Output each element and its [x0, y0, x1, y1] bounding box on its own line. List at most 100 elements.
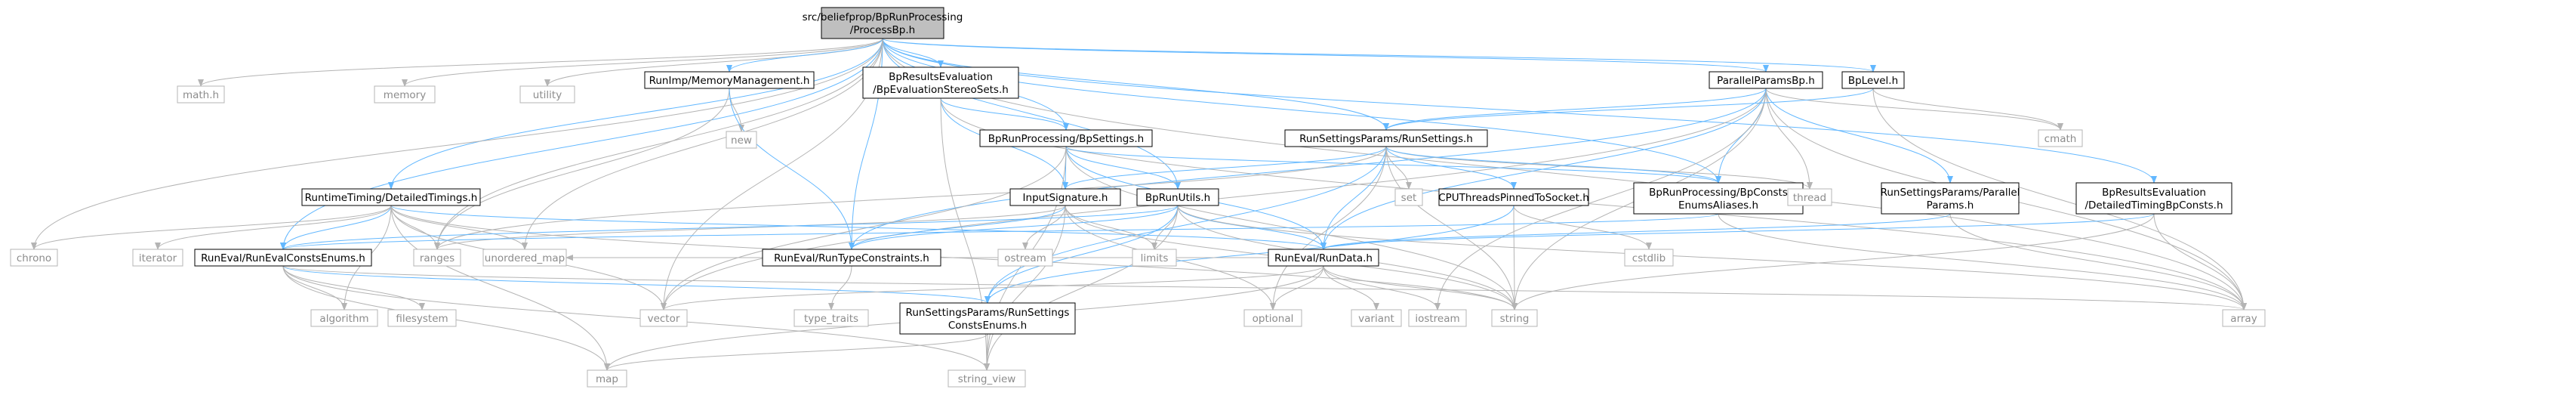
- node-label: RunSettingsParams/RunSettings.h: [1299, 133, 1473, 145]
- node-box: [1881, 182, 2020, 215]
- edge-bprunutils-to-stringview: [984, 205, 1179, 371]
- node-box: [1787, 188, 1832, 206]
- edge-runsettings-to-rsconstsenums: [984, 146, 1387, 304]
- edge-bpsettings-to-vector: [661, 146, 1067, 311]
- edge-runsettings-to-set: [1385, 146, 1412, 190]
- node-label: RunImp/MemoryManagement.h: [649, 75, 810, 87]
- node-parparams[interactable]: ParallelParamsBp.h: [1709, 71, 1823, 89]
- node-label: /ProcessBp.h: [850, 24, 915, 36]
- node-ostream: ostream: [997, 249, 1053, 267]
- node-bprunutils[interactable]: BpRunUtils.h: [1136, 188, 1219, 206]
- edge-rundata-to-iostream: [1323, 265, 1441, 311]
- node-label: unordered_map: [485, 252, 565, 264]
- node-box: [793, 309, 869, 327]
- node-box: [2038, 129, 2083, 147]
- node-box: [948, 369, 1026, 388]
- node-label: string_view: [958, 373, 1016, 385]
- node-box: [2222, 309, 2266, 327]
- node-dettimingbp[interactable]: BpResultsEvaluation/DetailedTimingBpCons…: [2075, 182, 2232, 215]
- node-label: /BpEvaluationStereoSets.h: [873, 84, 1009, 96]
- node-memmgmt[interactable]: RunImp/MemoryManagement.h: [644, 71, 815, 89]
- node-label: RunSettingsParams/RunSettings: [906, 307, 1070, 319]
- node-label: ostream: [1004, 252, 1046, 264]
- node-map: map: [587, 369, 627, 388]
- node-bpevalstereo[interactable]: BpResultsEvaluation/BpEvaluationStereoSe…: [862, 66, 1019, 99]
- node-box: [132, 249, 183, 267]
- node-inputsig[interactable]: InputSignature.h: [1009, 188, 1121, 206]
- edge-memmgmt-to-runtypeconstr: [729, 88, 855, 250]
- edge-runevalconsts-to-array: [282, 265, 2247, 311]
- node-dettimings[interactable]: RuntimeTiming/DetailedTimings.h: [301, 188, 481, 206]
- node-label: algorithm: [319, 313, 368, 325]
- node-thread: thread: [1787, 188, 1832, 206]
- node-unorderedmap: unordered_map: [482, 249, 567, 267]
- node-label: utility: [533, 89, 562, 101]
- edge-dettimings-to-rundata: [390, 205, 1327, 250]
- node-box: [899, 302, 1076, 335]
- node-box: [644, 71, 815, 89]
- node-box: [301, 188, 481, 206]
- node-box: [726, 131, 757, 149]
- node-box: [1491, 309, 1538, 327]
- node-cmath: cmath: [2038, 129, 2083, 147]
- edge-bpsettings-to-string: [1065, 146, 1518, 311]
- edge-bprunutils-to-rsconstsenums: [984, 205, 1179, 304]
- node-runsettings[interactable]: RunSettingsParams/RunSettings.h: [1284, 129, 1488, 147]
- node-runtypeconstr[interactable]: RunEval/RunTypeConstraints.h: [762, 249, 941, 267]
- edge-runsettings-to-bpconstsalias: [1385, 146, 1721, 184]
- node-box: [2075, 182, 2232, 215]
- edges-layer: [31, 38, 2247, 371]
- edge-runevalconsts-to-algorithm: [282, 265, 347, 311]
- edge-root-to-bprunutils: [882, 38, 1181, 190]
- node-box: [194, 249, 372, 267]
- edge-bprunutils-to-array: [1177, 205, 2247, 311]
- node-box: [519, 85, 575, 104]
- node-box: [979, 129, 1153, 147]
- edge-inputsig-to-ranges: [434, 205, 1066, 250]
- edge-runevalconsts-to-rsconstsenums: [282, 265, 991, 304]
- node-box: [413, 249, 461, 267]
- edge-runsettings-to-cputhreads: [1385, 146, 1517, 190]
- edge-parparams-to-bpconstsalias: [1715, 88, 1767, 184]
- edge-bpsettings-to-bpconstsalias: [1065, 146, 1721, 184]
- node-utility: utility: [519, 85, 575, 104]
- node-label: BpRunProcessing/BpSettings.h: [988, 133, 1144, 145]
- edge-rsconstsenums-to-map: [604, 333, 988, 371]
- edge-rsparallel-to-array: [1949, 213, 2247, 311]
- node-root[interactable]: src/beliefprop/BpRunProcessing/ProcessBp…: [803, 7, 963, 39]
- node-bpsettings[interactable]: BpRunProcessing/BpSettings.h: [979, 129, 1153, 147]
- edge-runsettings-to-rundata: [1320, 146, 1387, 250]
- node-new: new: [726, 131, 757, 149]
- node-label: math.h: [183, 89, 219, 101]
- node-set: set: [1394, 188, 1423, 206]
- node-rundata[interactable]: RunEval/RunData.h: [1268, 249, 1379, 267]
- edge-dettimings-to-chrono: [31, 205, 392, 250]
- node-box: [1284, 129, 1488, 147]
- node-label: cstdlib: [1632, 252, 1665, 264]
- edge-runevalconsts-to-stringview: [282, 265, 990, 371]
- edge-rundata-to-optional: [1270, 265, 1324, 311]
- edge-bprunutils-to-rundata: [1177, 205, 1327, 250]
- node-label: optional: [1253, 313, 1294, 325]
- edge-root-to-bplevel: [882, 38, 1876, 73]
- edge-runevalconsts-to-filesystem: [282, 265, 425, 311]
- node-rsparallel[interactable]: RunSettingsParams/ParallelParams.h: [1881, 182, 2020, 215]
- node-rsconstsenums[interactable]: RunSettingsParams/RunSettingsConstsEnums…: [899, 302, 1076, 335]
- node-label: BpResultsEvaluation: [2102, 187, 2206, 199]
- edge-runsettings-to-optional: [1270, 146, 1387, 311]
- node-label: RuntimeTiming/DetailedTimings.h: [305, 192, 478, 204]
- node-label: ConstsEnums.h: [948, 320, 1027, 332]
- edge-bplevel-to-runsettings: [1383, 88, 1874, 131]
- node-label: src/beliefprop/BpRunProcessing: [803, 11, 963, 23]
- node-bplevel[interactable]: BpLevel.h: [1841, 71, 1905, 89]
- node-box: [639, 309, 688, 327]
- node-cputhreads[interactable]: CPUThreadsPinnedToSocket.h: [1438, 188, 1589, 206]
- nodes-layer: src/beliefprop/BpRunProcessing/ProcessBp…: [10, 7, 2266, 388]
- edge-bprunutils-to-runevalconsts: [280, 205, 1179, 250]
- node-runevalconsts[interactable]: RunEval/RunEvalConstsEnums.h: [194, 249, 372, 267]
- node-limits: limits: [1132, 249, 1177, 267]
- node-box: [1136, 188, 1219, 206]
- node-label: map: [596, 373, 618, 385]
- edge-parparams-to-iostream: [1434, 88, 1767, 311]
